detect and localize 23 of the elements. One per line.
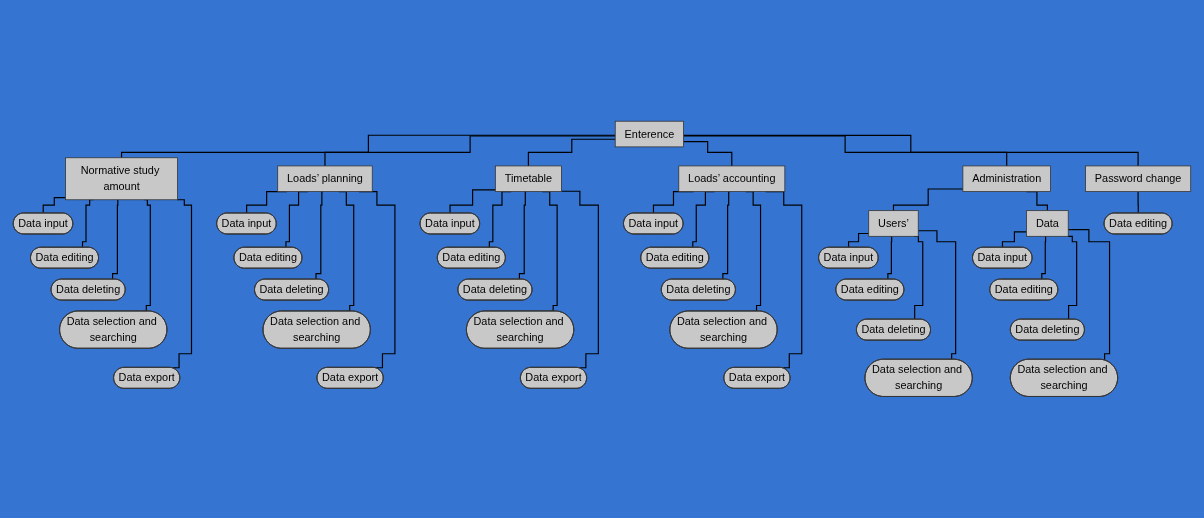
connector xyxy=(682,135,1008,167)
connector xyxy=(917,230,957,361)
node-box: Administration xyxy=(962,165,1051,193)
connector xyxy=(449,189,496,215)
connector xyxy=(848,233,870,249)
node-box: Data xyxy=(1026,210,1069,237)
node-box: Timetable xyxy=(495,165,562,193)
node-box: Enterence xyxy=(614,120,684,148)
connector xyxy=(1137,191,1140,215)
connector xyxy=(682,134,1139,167)
node-box: Password change xyxy=(1085,165,1192,193)
connector xyxy=(682,141,733,167)
connector xyxy=(1001,231,1028,249)
connector xyxy=(527,138,616,167)
connector xyxy=(1067,229,1111,361)
connector xyxy=(42,197,67,215)
node-box: Loads’ planning xyxy=(277,165,373,193)
node-box: Normative study amount xyxy=(65,157,178,201)
connector xyxy=(324,135,616,167)
connector xyxy=(560,190,599,369)
node-box: Loads’ accounting xyxy=(678,165,786,193)
connector xyxy=(892,188,964,212)
node-box: Users’ xyxy=(868,210,919,237)
